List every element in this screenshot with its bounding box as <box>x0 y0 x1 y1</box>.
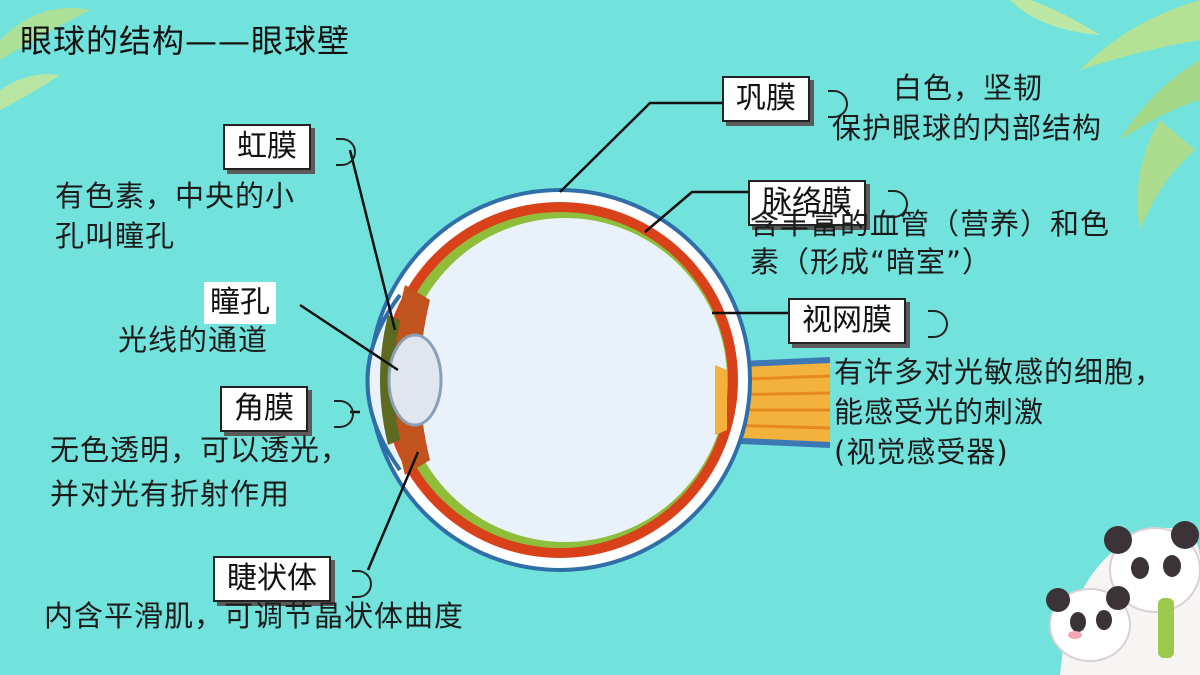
desc-retina-line-2: 能感受光的刺激 <box>834 395 1045 429</box>
label-iris: 虹膜 <box>223 124 311 170</box>
desc-sclera-line-1: 白色，坚韧 <box>893 71 1044 105</box>
leaf-decoration-left <box>0 8 90 110</box>
desc-pupil: 光线的通道 <box>118 323 269 357</box>
desc-retina-line-3: (视觉感受器) <box>834 435 1009 469</box>
desc-cornea-line-1: 无色透明，可以透光， <box>50 433 351 467</box>
desc-sclera-line-2: 保护眼球的内部结构 <box>832 111 1103 145</box>
leader-line-iris <box>348 149 397 331</box>
label-sclera: 巩膜 <box>722 76 810 122</box>
desc-iris-line-2: 孔叫瞳孔 <box>55 219 176 253</box>
label-retina: 视网膜 <box>788 298 906 344</box>
label-ciliary-body: 睫状体 <box>213 556 331 602</box>
label-choroid: 脉络膜 <box>748 180 866 226</box>
leader-line-ciliary <box>366 451 420 571</box>
leader-lines <box>299 101 790 571</box>
desc-iris-line-1: 有色素，中央的小 <box>55 179 296 213</box>
leaf-decoration-right <box>1010 0 1200 230</box>
callout-marker-sclera <box>828 90 848 118</box>
desc-choroid-line-2: 素（形成“暗室”） <box>750 245 993 279</box>
leader-line-choroid <box>644 190 748 233</box>
callout-marker-retina <box>928 310 948 338</box>
desc-ciliary: 内含平滑肌，可调节晶状体曲度 <box>44 599 465 633</box>
panda-decoration <box>1046 521 1200 675</box>
eye-diagram <box>365 188 831 572</box>
page-title: 眼球的结构——眼球壁 <box>20 22 351 60</box>
desc-cornea-line-2: 并对光有折射作用 <box>50 477 291 511</box>
label-pupil: 瞳孔 <box>204 282 276 324</box>
callout-marker-iris <box>336 138 356 166</box>
desc-retina-line-1: 有许多对光敏感的细胞， <box>834 355 1165 389</box>
callout-marker-ciliary <box>352 570 372 598</box>
leader-line-sclera <box>559 101 723 193</box>
callout-marker-cornea <box>334 400 354 428</box>
blind-spot <box>715 365 727 435</box>
label-cornea: 角膜 <box>220 386 308 432</box>
lens-shape <box>387 333 443 427</box>
vitreous-body <box>403 218 727 542</box>
leader-line-pupil <box>299 303 399 372</box>
callout-marker-choroid <box>888 190 908 218</box>
desc-choroid-line-1: 含丰富的血管（营养）和色 <box>750 207 1111 241</box>
